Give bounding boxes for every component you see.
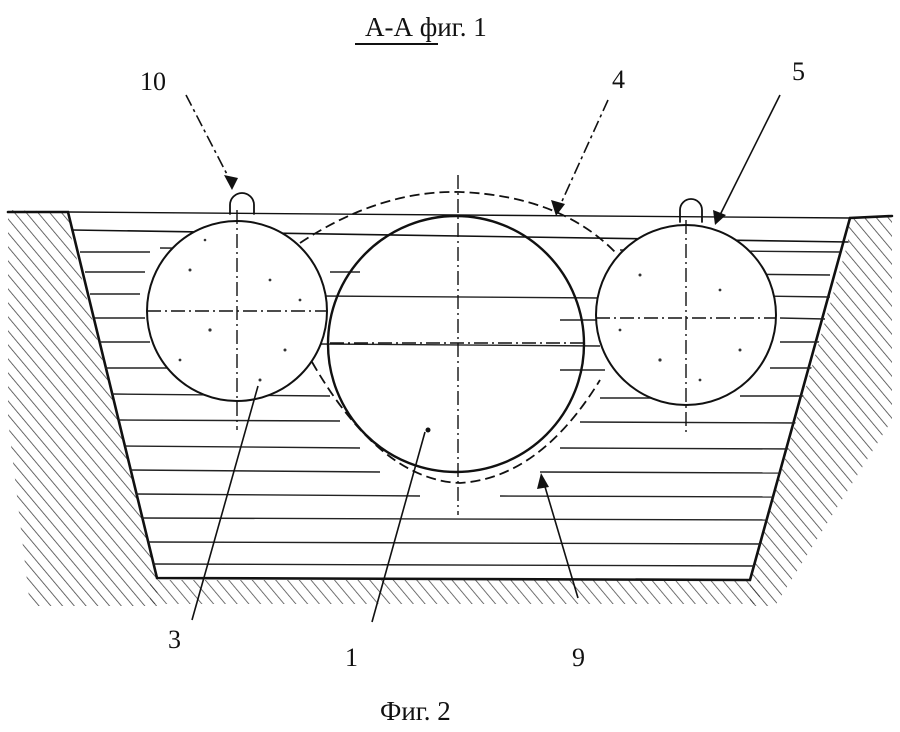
section-title: А-А фиг. 1 <box>365 12 487 42</box>
label-5: 5 <box>792 57 805 86</box>
soil-hatching <box>8 210 892 606</box>
label-4: 4 <box>612 65 625 94</box>
leader-arrowheads <box>224 175 726 489</box>
label-1: 1 <box>345 643 358 672</box>
right-float-5 <box>595 198 777 432</box>
enclosure-dashed-outline <box>299 191 616 484</box>
leader-lines <box>185 94 781 623</box>
label-10: 10 <box>140 67 166 96</box>
left-float-3 <box>146 192 328 430</box>
label-3: 3 <box>168 625 181 654</box>
figure-caption: Фиг. 2 <box>380 696 451 726</box>
label-9: 9 <box>572 643 585 672</box>
central-pipe-1 <box>326 175 586 515</box>
